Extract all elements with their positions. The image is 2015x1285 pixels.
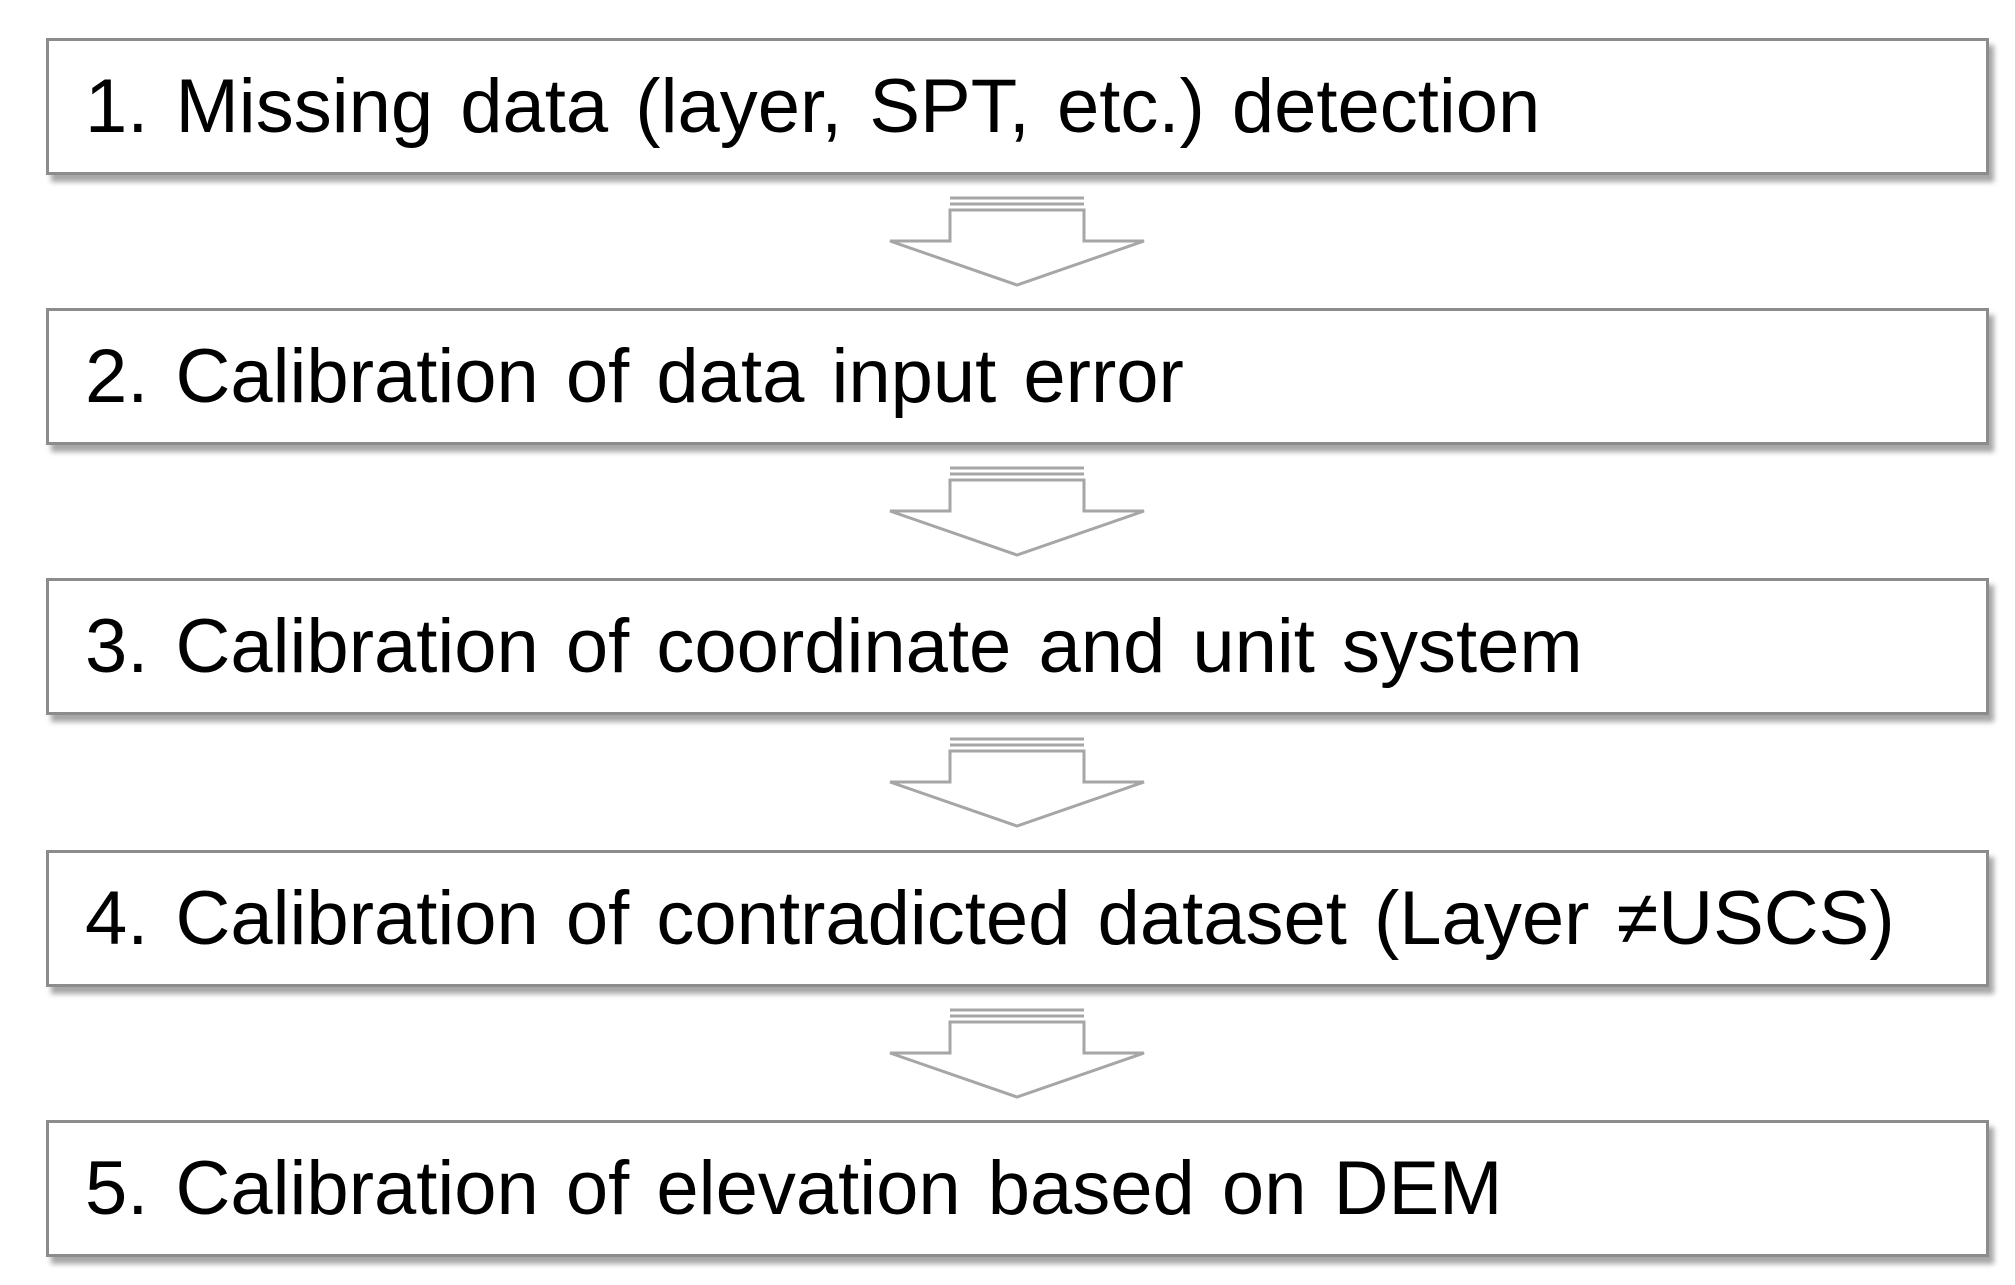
- step-box-5: 5. Calibration of elevation based on DEM: [46, 1120, 1989, 1257]
- step-box-2: 2. Calibration of data input error: [46, 308, 1989, 445]
- step-box-4: 4. Calibration of contradicted dataset (…: [46, 850, 1989, 987]
- step-box-3: 3. Calibration of coordinate and unit sy…: [46, 578, 1989, 715]
- step-label-5: 5. Calibration of elevation based on DEM: [85, 1145, 1503, 1231]
- step-label-4: 4. Calibration of contradicted dataset (…: [85, 875, 1895, 961]
- down-arrow-icon: [889, 466, 1145, 557]
- down-arrow-icon: [889, 1008, 1145, 1099]
- down-arrow-icon: [889, 196, 1145, 287]
- down-arrow-icon: [889, 737, 1145, 828]
- step-label-3: 3. Calibration of coordinate and unit sy…: [85, 603, 1583, 689]
- step-label-2: 2. Calibration of data input error: [85, 333, 1184, 419]
- step-label-1: 1. Missing data (layer, SPT, etc.) detec…: [85, 63, 1541, 149]
- step-box-1: 1. Missing data (layer, SPT, etc.) detec…: [46, 38, 1989, 175]
